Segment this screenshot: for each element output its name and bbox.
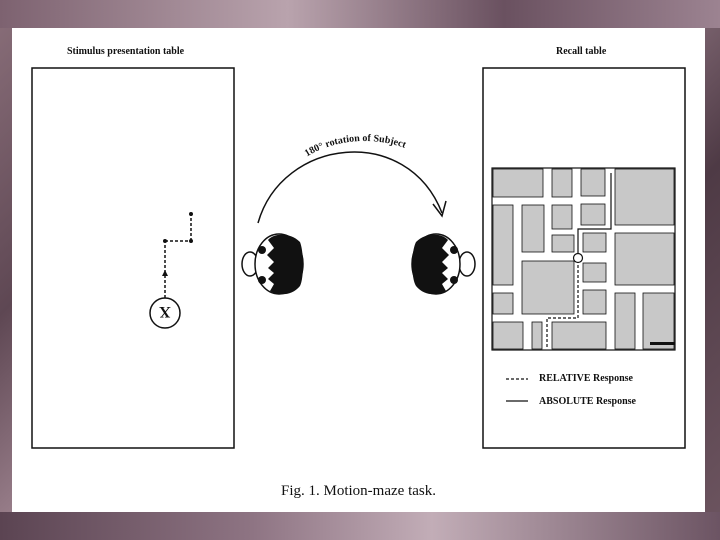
background-band-top (0, 0, 720, 28)
stimulus-table (31, 67, 235, 449)
legend-absolute-label: ABSOLUTE Response (539, 396, 636, 407)
subject-head-right-icon (411, 233, 476, 295)
subject-head-left-icon (241, 233, 304, 295)
stimulus-path-end-dot (189, 212, 193, 216)
recall-table (482, 67, 686, 449)
recall-table-title: Recall table (556, 46, 607, 57)
start-marker-label: X (159, 303, 171, 320)
background-band-bottom (0, 512, 720, 540)
maze-blocks (492, 168, 675, 350)
rotation-label: 180° rotation of Subject (303, 133, 408, 159)
figure-caption: Fig. 1. Motion-maze task. (281, 483, 436, 499)
absolute-response-path (577, 173, 612, 260)
stimulus-path (164, 214, 192, 298)
rotation-arrow-icon (432, 200, 447, 218)
stimulus-path-corner-dot (163, 239, 167, 243)
legend-relative-label: RELATIVE Response (539, 373, 633, 384)
motion-maze-figure: X 180° rotation of Subject (31, 67, 686, 449)
stimulus-path-corner-dot (189, 239, 193, 243)
rotation-arc (257, 151, 443, 224)
maze-edge-mark (650, 342, 675, 345)
stimulus-path-arrow-icon (162, 270, 168, 276)
start-marker-circle (149, 297, 181, 329)
stimulus-table-title: Stimulus presentation table (67, 46, 185, 57)
slide: X 180° rotation of Subject (12, 28, 705, 512)
maze-start-point (572, 252, 584, 264)
